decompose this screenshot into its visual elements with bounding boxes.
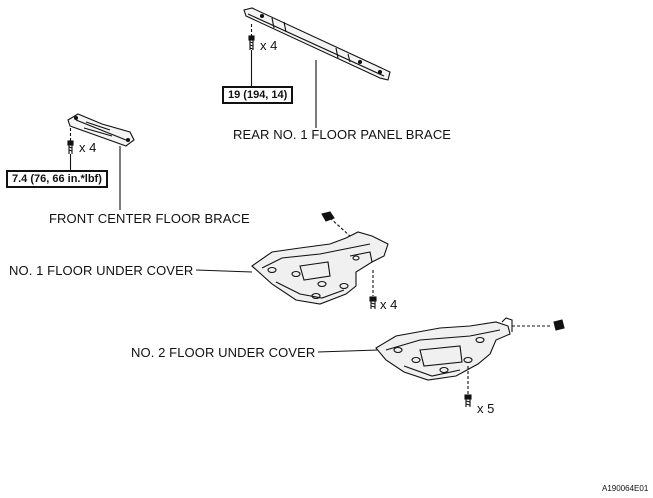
front-brace-bolt-icon bbox=[67, 128, 74, 170]
no2-floor-under-cover bbox=[317, 317, 513, 381]
cover1-bolt-quantity: x 4 bbox=[380, 297, 398, 312]
front-torque-box: 7.4 (76, 66 in.*lbf) bbox=[6, 170, 108, 188]
cover1-clip-icon bbox=[321, 211, 351, 237]
cover2-label: NO. 2 FLOOR UNDER COVER bbox=[131, 345, 316, 360]
rear-torque-box: 19 (194, 14) bbox=[222, 86, 294, 104]
cover1-bolt-icon bbox=[369, 270, 377, 309]
rear-bolt-quantity: x 4 bbox=[260, 38, 278, 53]
cover2-bolt-quantity: x 5 bbox=[477, 401, 495, 416]
front-bolt-quantity: x 4 bbox=[79, 140, 97, 155]
front-brace-label: FRONT CENTER FLOOR BRACE bbox=[49, 211, 250, 226]
front-center-floor-brace bbox=[67, 113, 135, 210]
cover2-clip-icon bbox=[512, 319, 565, 331]
no1-floor-under-cover bbox=[195, 231, 389, 305]
cover1-label: NO. 1 FLOOR UNDER COVER bbox=[9, 263, 194, 278]
figure-code: A190064E01 bbox=[602, 484, 649, 493]
rear-floor-panel-brace bbox=[243, 7, 391, 128]
rear-brace-bolt-icon bbox=[248, 24, 255, 88]
rear-brace-label: REAR NO. 1 FLOOR PANEL BRACE bbox=[233, 127, 452, 142]
cover2-bolt-icon bbox=[464, 366, 472, 407]
